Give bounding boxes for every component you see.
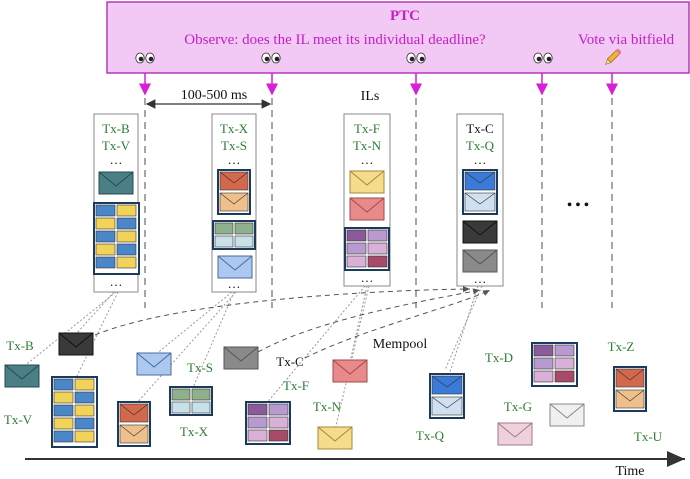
ptc-arrows bbox=[139, 73, 618, 96]
mempool-tx-label: Tx-N bbox=[313, 399, 342, 414]
eyes-icon bbox=[135, 52, 155, 64]
il-tx-label: Tx-V bbox=[102, 138, 131, 153]
envelope-icon bbox=[497, 422, 533, 446]
il-tx-label: Tx-X bbox=[220, 121, 249, 136]
block-icon bbox=[169, 386, 213, 416]
il-box-3: Tx-F Tx-N … … bbox=[343, 113, 391, 287]
il-tx-label: Tx-C bbox=[466, 121, 493, 136]
block-icon bbox=[462, 169, 498, 215]
time-axis: Time bbox=[25, 451, 685, 479]
eyes-icon bbox=[261, 52, 281, 64]
block-icon bbox=[245, 401, 291, 445]
envelope-icon bbox=[4, 364, 40, 388]
dashed-curve-arrows bbox=[94, 286, 491, 359]
interval-arrow: 100-500 ms bbox=[145, 88, 272, 109]
il-tx-label: Tx-S bbox=[221, 138, 247, 153]
dotted-connectors bbox=[21, 285, 483, 431]
envelope-icon bbox=[223, 346, 259, 370]
block-icon bbox=[613, 366, 647, 412]
envelope-icon bbox=[349, 170, 385, 194]
il-tx-label: Tx-B bbox=[102, 121, 130, 136]
pencil-icon bbox=[605, 48, 622, 65]
envelope-icon bbox=[462, 220, 498, 244]
block-icon bbox=[93, 202, 140, 275]
il-ellipsis: … bbox=[228, 276, 241, 291]
il-ellipsis: … bbox=[474, 152, 487, 167]
eyes-icon bbox=[533, 52, 553, 64]
envelope-icon bbox=[98, 171, 134, 195]
mempool-tx-label: Tx-S bbox=[187, 360, 213, 375]
eyes-icon bbox=[406, 52, 426, 64]
ptc-observe-text: Observe: does the IL meet its individual… bbox=[184, 32, 486, 48]
block-icon bbox=[117, 401, 151, 447]
mempool-tx-label: Tx-Q bbox=[416, 428, 445, 443]
block-icon bbox=[429, 373, 465, 419]
mempool-tx-label: Tx-X bbox=[180, 424, 209, 439]
envelope-icon bbox=[58, 332, 94, 356]
mempool-tx-label: Tx-G bbox=[504, 399, 532, 414]
mempool-tx-label: Tx-Z bbox=[608, 339, 635, 354]
block-icon bbox=[212, 220, 256, 250]
il-box-1: Tx-B Tx-V … … bbox=[93, 113, 140, 293]
block-icon bbox=[531, 342, 578, 387]
ptc-box: PTC Observe: does the IL meet its indivi… bbox=[106, 1, 690, 74]
time-label: Time bbox=[615, 464, 644, 479]
il-tx-label: Tx-Q bbox=[466, 138, 495, 153]
envelope-icon bbox=[136, 352, 172, 376]
ils-label: ILs bbox=[361, 89, 380, 104]
mempool-tx-label: Tx-D bbox=[485, 350, 513, 365]
il-ellipsis: … bbox=[228, 152, 241, 167]
il-ellipsis: … bbox=[361, 152, 374, 167]
envelope-icon bbox=[462, 249, 498, 273]
mempool-tx-label: Tx-U bbox=[634, 429, 663, 444]
mempool-tx-label: Tx-B bbox=[6, 338, 34, 353]
block-icon bbox=[344, 227, 390, 271]
il-ellipsis: … bbox=[361, 270, 374, 285]
envelope-icon bbox=[317, 426, 353, 450]
il-ellipsis: … bbox=[110, 152, 123, 167]
il-tx-label: Tx-F bbox=[354, 121, 380, 136]
envelope-icon bbox=[332, 359, 368, 383]
deadline-lines bbox=[144, 98, 613, 308]
more-ils-dots: • • • bbox=[567, 198, 589, 213]
il-box-2: Tx-X Tx-S … … bbox=[211, 113, 257, 293]
envelope-icon bbox=[549, 403, 585, 427]
mempool-label: Mempool bbox=[373, 337, 428, 352]
il-ellipsis: … bbox=[474, 271, 487, 286]
interval-label: 100-500 ms bbox=[181, 88, 248, 103]
il-tx-label: Tx-N bbox=[353, 138, 382, 153]
il-ellipsis: … bbox=[110, 274, 123, 289]
il-box-4: Tx-C Tx-Q … … bbox=[456, 113, 504, 287]
block-icon bbox=[51, 376, 98, 448]
block-icon bbox=[217, 169, 251, 215]
mempool-tx-label: Tx-V bbox=[4, 412, 33, 427]
ptc-vote-text: Vote via bitfield bbox=[578, 32, 675, 48]
envelope-icon bbox=[217, 255, 253, 279]
ptc-title: PTC bbox=[390, 8, 420, 24]
envelope-icon bbox=[349, 197, 385, 221]
mempool-tx-label: Tx-C bbox=[276, 354, 303, 369]
mempool-tx-label: Tx-F bbox=[283, 378, 309, 393]
